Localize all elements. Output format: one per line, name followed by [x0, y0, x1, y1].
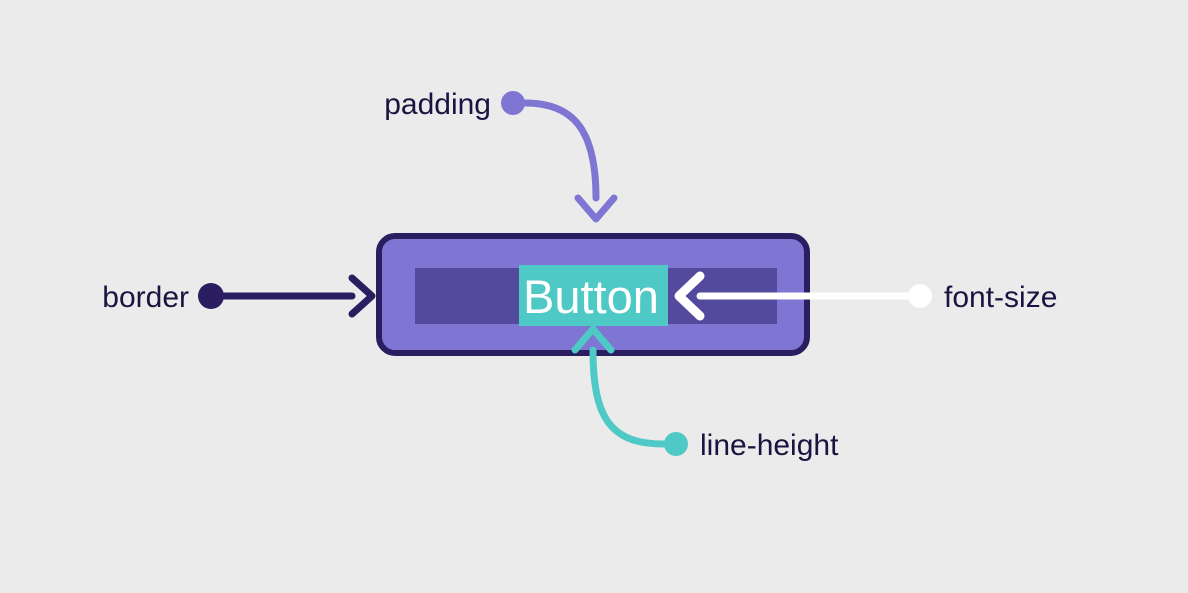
annotation-line-height[interactable]: line-height: [571, 325, 839, 462]
line-height-dot-icon: [664, 432, 688, 456]
annotation-border[interactable]: border: [102, 274, 376, 318]
annotation-padding[interactable]: padding: [384, 88, 618, 223]
border-arrow-head-icon: [348, 274, 376, 318]
font-size-arrow-head-icon: [674, 271, 705, 321]
button-text-highlight: [519, 265, 668, 326]
line-height-label: line-height: [700, 429, 839, 462]
padding-label: padding: [384, 88, 491, 121]
font-size-dot-icon: [908, 284, 932, 308]
padding-dot-icon: [501, 91, 525, 115]
line-height-connector-line: [589, 346, 668, 448]
annotation-font-size[interactable]: font-size: [674, 271, 1057, 321]
button-label: Button: [523, 270, 659, 323]
border-dot-icon: [198, 283, 224, 309]
padding-arrow-head-icon: [574, 194, 618, 223]
padding-connector-line: [521, 99, 600, 202]
border-label: border: [102, 281, 189, 314]
font-size-label: font-size: [944, 281, 1057, 314]
line-height-arrow-head-icon: [571, 325, 615, 354]
